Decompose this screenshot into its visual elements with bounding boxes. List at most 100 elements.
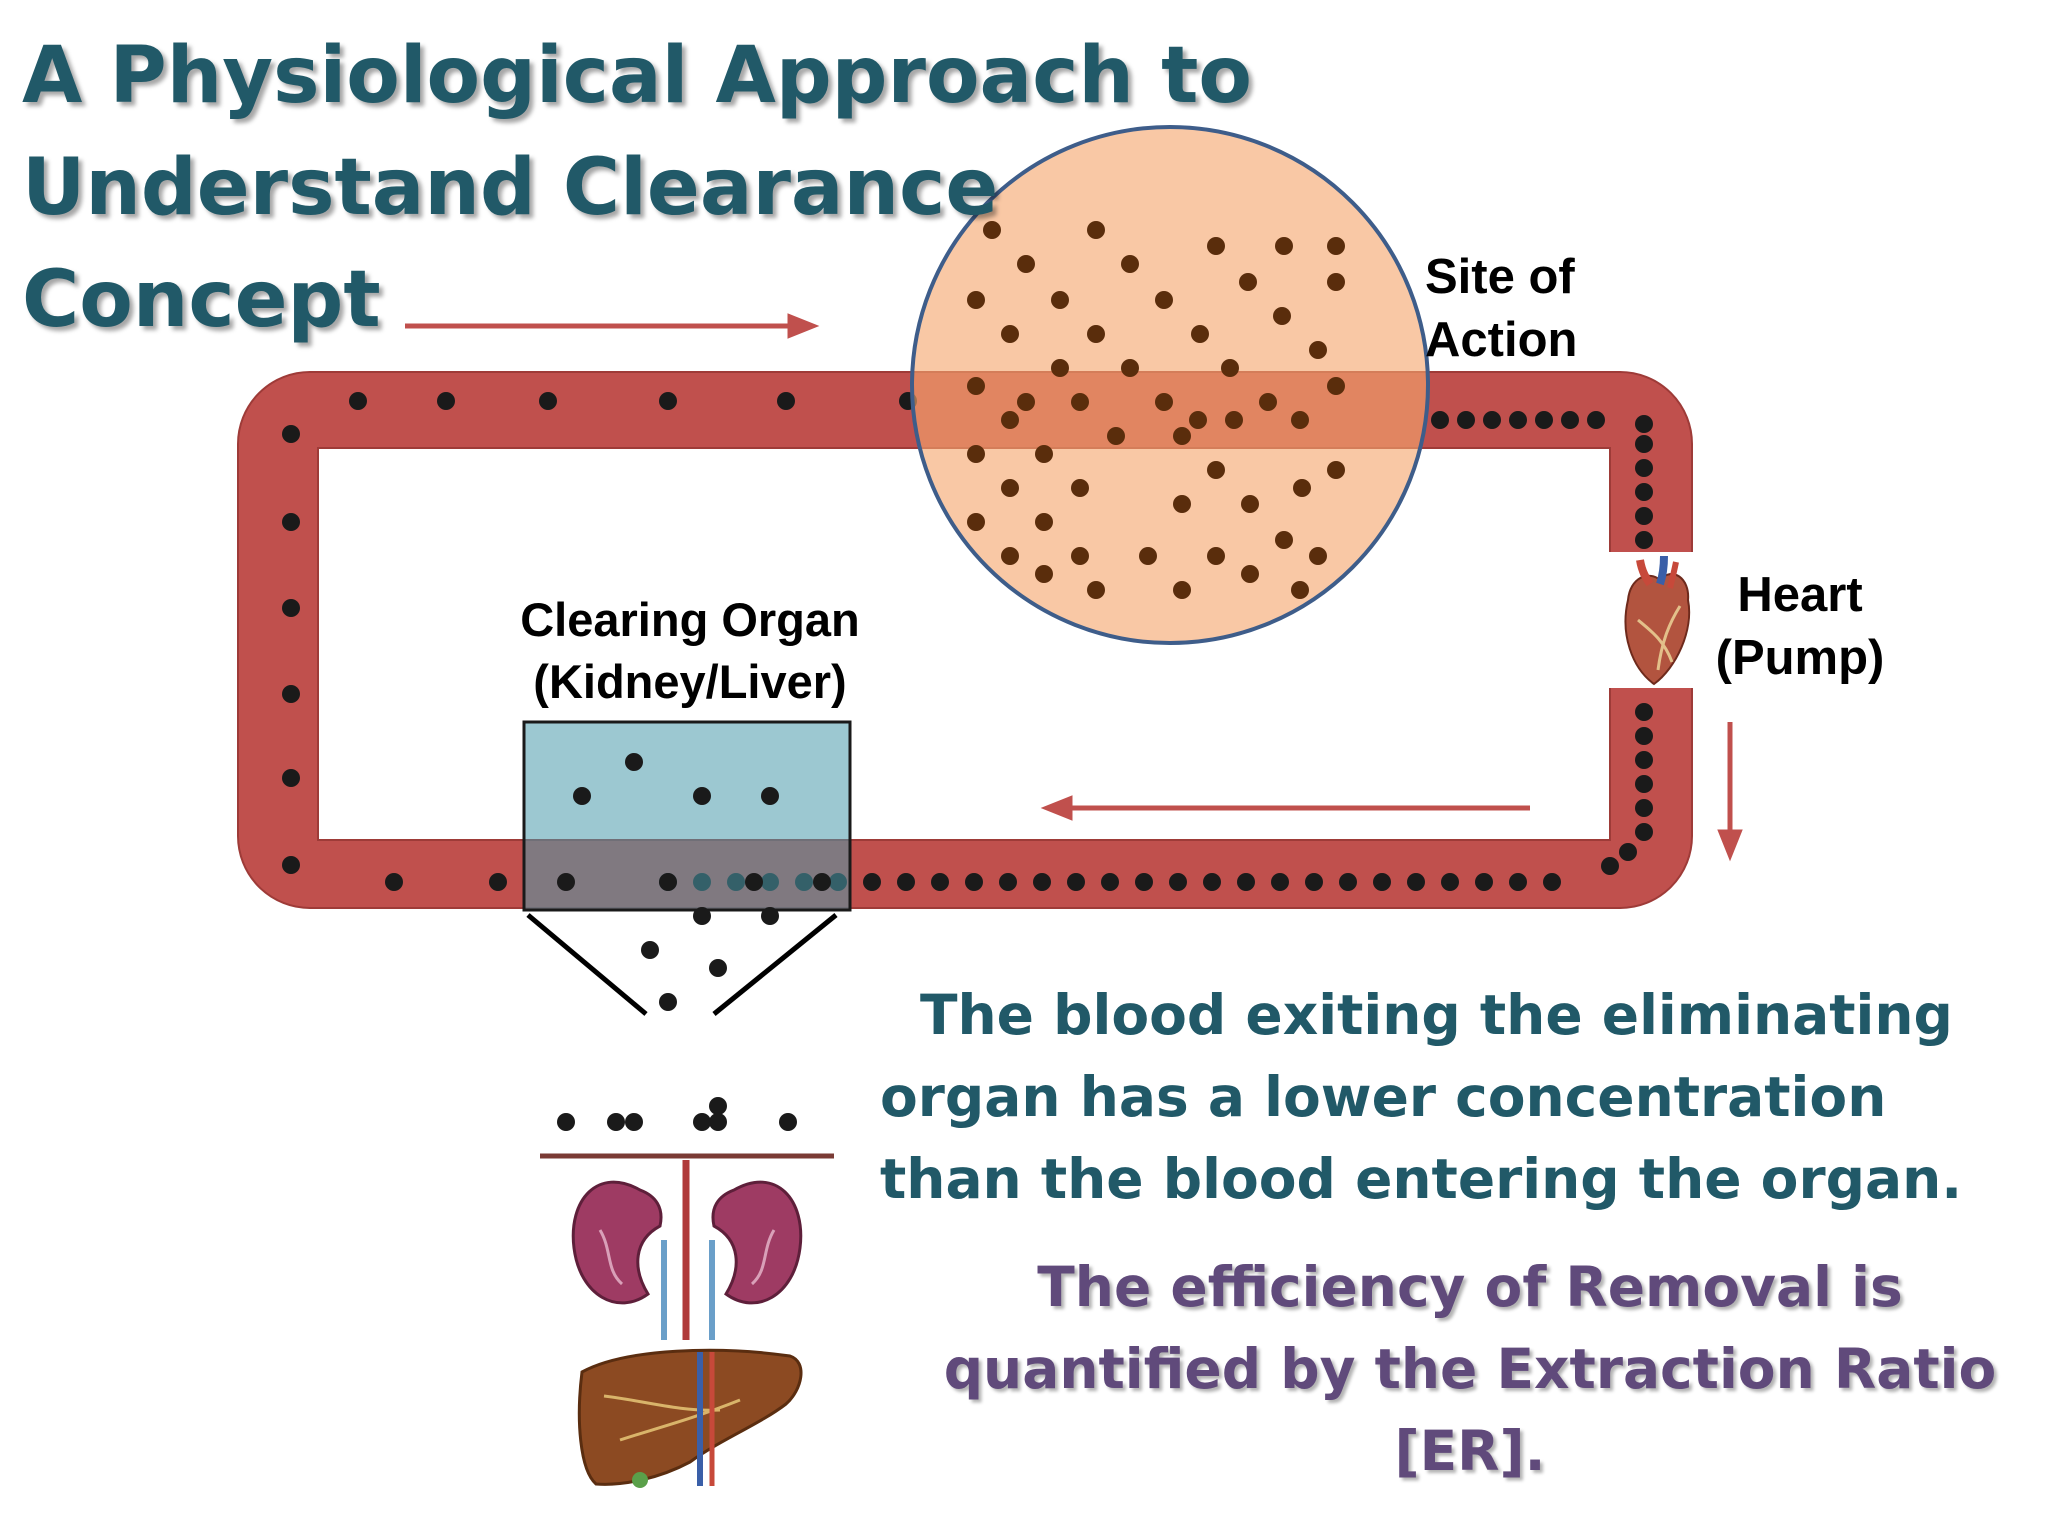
drug-dot: [1035, 513, 1053, 531]
title-line: A Physiological Approach to: [22, 31, 1252, 121]
drug-dot: [1001, 479, 1019, 497]
drug-dot: [1017, 393, 1035, 411]
drug-dot: [282, 425, 300, 443]
kidneys-icon: [571, 1160, 803, 1340]
clearing-organ-box: [522, 720, 852, 912]
drug-dot: [1087, 581, 1105, 599]
drug-dot: [1273, 307, 1291, 325]
slide-title: A Physiological Approach to Understand C…: [22, 20, 1252, 356]
drug-dot: [349, 392, 367, 410]
text-line: The blood exiting the eliminating: [920, 983, 1953, 1047]
drug-dot: [1561, 411, 1579, 429]
drug-dot: [1543, 873, 1561, 891]
drug-dot: [1087, 325, 1105, 343]
drug-dot: [1051, 359, 1069, 377]
drug-dot: [1309, 341, 1327, 359]
text-line: The efficiency of Removal is: [1037, 1255, 1903, 1319]
label-line: Clearing Organ: [520, 593, 860, 646]
drug-dot: [1509, 411, 1527, 429]
drug-dot: [282, 856, 300, 874]
title-line: Understand Clearance: [22, 143, 999, 233]
title-line: Concept: [22, 255, 381, 345]
drug-dot: [625, 1113, 643, 1131]
drug-dot: [1169, 873, 1187, 891]
drug-dot: [1635, 799, 1653, 817]
drug-dot: [709, 1113, 727, 1131]
drug-dot: [1293, 479, 1311, 497]
drug-dot: [1237, 873, 1255, 891]
flow-arrow-icon: [1040, 795, 1530, 821]
drug-dot: [1305, 873, 1323, 891]
drug-dot: [1339, 873, 1357, 891]
drug-dot: [761, 907, 779, 925]
drug-dot: [967, 513, 985, 531]
drug-dot: [1071, 547, 1089, 565]
heart-label: Heart (Pump): [1700, 564, 1900, 690]
drug-dot: [625, 753, 643, 771]
drug-dot: [1587, 411, 1605, 429]
drug-dot: [983, 221, 1001, 239]
label-line: Site of: [1425, 250, 1575, 304]
drug-dot: [1291, 581, 1309, 599]
label-line: Action: [1425, 313, 1578, 367]
drug-dot: [1635, 415, 1653, 433]
drug-dot: [1001, 547, 1019, 565]
drug-dot: [557, 873, 575, 891]
drug-dot: [1635, 435, 1653, 453]
drug-dot: [1635, 823, 1653, 841]
drug-dot: [1241, 495, 1259, 513]
flow-arrow-icon: [1717, 722, 1743, 862]
drug-dot: [967, 377, 985, 395]
text-line: than the blood entering the organ.: [880, 1147, 1963, 1211]
drug-dot: [1139, 547, 1157, 565]
drug-dot: [1635, 459, 1653, 477]
drug-dot: [813, 873, 831, 891]
text-line: quantified by the Extraction Ratio: [943, 1337, 1997, 1401]
drug-dot: [1259, 393, 1277, 411]
drug-dot: [1071, 393, 1089, 411]
drug-dot: [1327, 377, 1345, 395]
drug-dot: [573, 787, 591, 805]
drug-dot: [1173, 495, 1191, 513]
drug-dot: [693, 907, 711, 925]
drug-dot: [967, 445, 985, 463]
drug-dot: [1271, 873, 1289, 891]
drug-dot: [1155, 393, 1173, 411]
drug-dot: [1001, 325, 1019, 343]
drug-dot: [1121, 359, 1139, 377]
drug-dot: [1101, 873, 1119, 891]
drug-dot: [1035, 445, 1053, 463]
drug-dot: [1173, 427, 1191, 445]
drug-dot: [1327, 461, 1345, 479]
flow-arrow-icon: [405, 313, 820, 339]
excreted-drug-dots: [557, 907, 797, 1131]
drug-dot: [777, 392, 795, 410]
drug-dot: [1275, 237, 1293, 255]
label-line: (Pump): [1715, 631, 1885, 685]
drug-dot: [1207, 461, 1225, 479]
site-drug-dots: [967, 221, 1345, 599]
drug-dot: [1191, 325, 1209, 343]
drug-dot: [1635, 703, 1653, 721]
drug-dot: [1241, 565, 1259, 583]
drug-dot: [1535, 411, 1553, 429]
drug-dot: [1071, 479, 1089, 497]
clearing-organ-label: Clearing Organ (Kidney/Liver): [470, 589, 910, 713]
drug-dot: [761, 787, 779, 805]
drug-dot: [1135, 873, 1153, 891]
liver-icon: [577, 1348, 803, 1488]
drug-dot: [1107, 427, 1125, 445]
drug-dot: [1635, 531, 1653, 549]
drug-dot: [1189, 411, 1207, 429]
drug-dot: [282, 769, 300, 787]
text-line: organ has a lower concentration: [880, 1065, 1887, 1129]
drug-dot: [709, 1097, 727, 1115]
drug-dot: [282, 685, 300, 703]
drug-dot: [897, 873, 915, 891]
excretion-funnel: [526, 913, 838, 1016]
drug-dot: [282, 599, 300, 617]
drug-dot: [1035, 565, 1053, 583]
drug-dot: [641, 941, 659, 959]
